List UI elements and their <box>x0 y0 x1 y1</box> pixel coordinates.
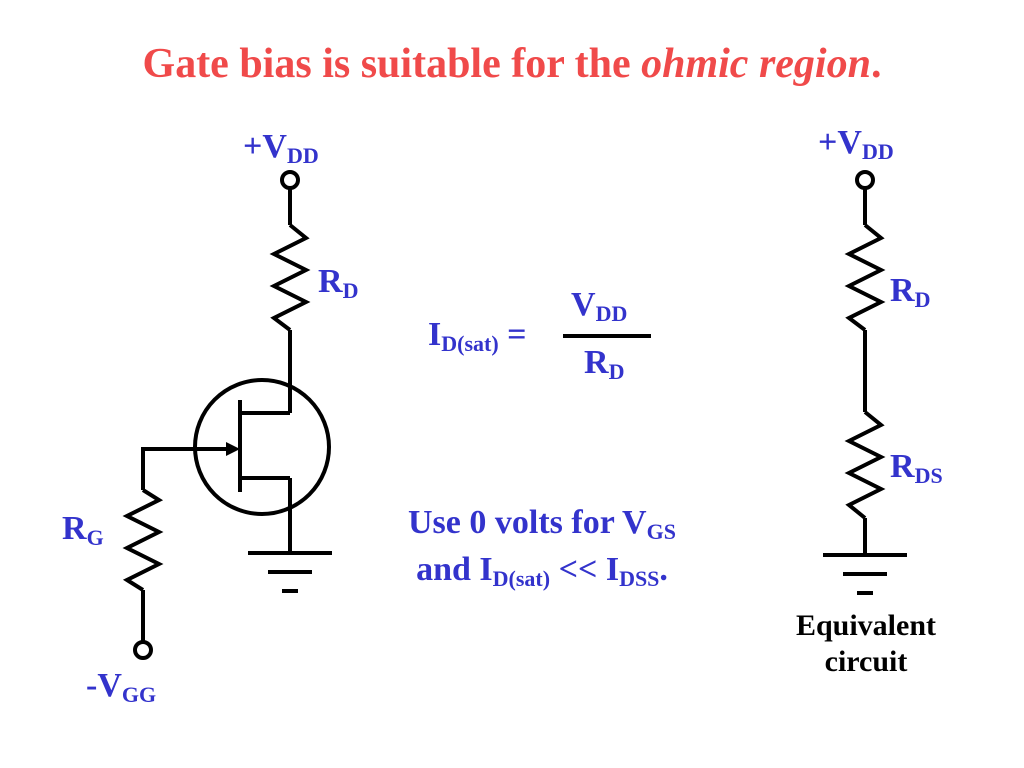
note-line-2: and ID(sat) << IDSS. <box>416 550 668 591</box>
rds-label: RDS <box>890 448 943 489</box>
vgg-label: -VGG <box>86 667 157 708</box>
slide-title: Gate bias is suitable for the ohmic regi… <box>0 40 1024 88</box>
formula-lhs: ID(sat) = <box>428 316 527 357</box>
bias-note: Use 0 volts for VGS and ID(sat) << IDSS. <box>362 500 722 594</box>
title-text: Gate bias is suitable for the <box>142 41 642 87</box>
rd-label-left: RD <box>318 263 359 304</box>
rd-label-right: RD <box>890 272 931 313</box>
rg-label: RG <box>62 510 104 551</box>
formula-denominator: RD <box>584 344 625 385</box>
resistor-rd-right <box>844 223 886 332</box>
vdd-terminal-right <box>855 170 875 190</box>
vdd-label-left: +VDD <box>243 128 319 169</box>
gate-wire <box>141 447 228 490</box>
note-line-1: Use 0 volts for VGS <box>408 504 676 545</box>
title-emphasis: ohmic region <box>641 41 871 87</box>
resistor-rd-left <box>269 223 311 332</box>
resistor-rg <box>122 488 164 592</box>
formula-numerator: VDD <box>571 286 628 327</box>
equivalent-circuit-caption: Equivalent circuit <box>795 609 937 678</box>
vdd-label-right: +VDD <box>818 124 894 165</box>
resistor-rds <box>844 410 886 520</box>
vgg-terminal <box>133 640 153 660</box>
vdd-terminal-left <box>280 170 300 190</box>
gate-arrow-icon <box>226 442 240 456</box>
title-period: . <box>870 41 882 87</box>
